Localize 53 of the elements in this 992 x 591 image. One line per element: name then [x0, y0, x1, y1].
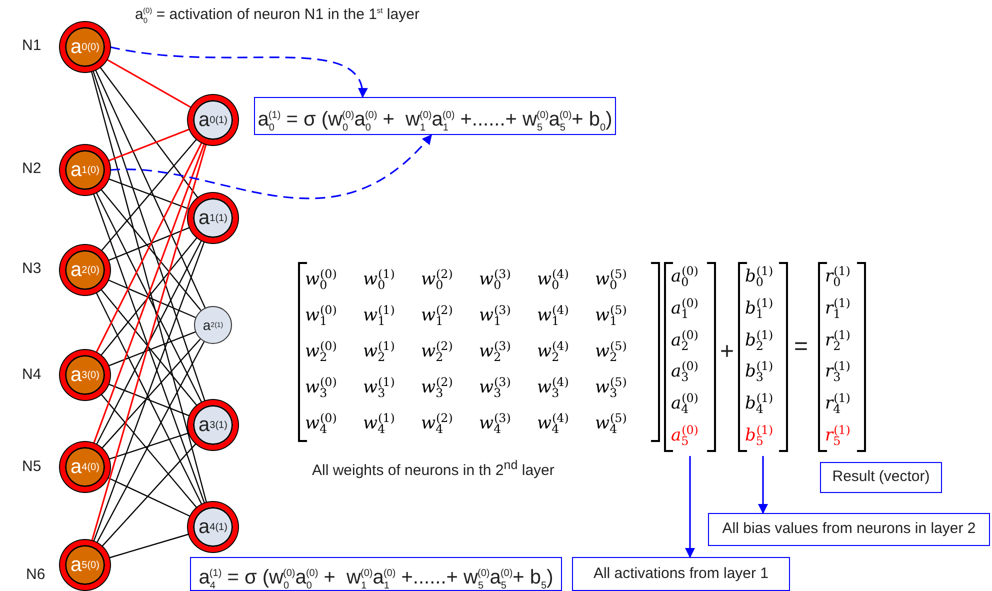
connection-line: [100, 237, 198, 356]
connection-line: [92, 193, 206, 504]
neuron-label: N1: [22, 37, 42, 54]
connection-line: [108, 178, 190, 210]
connection-line: [101, 338, 201, 449]
connection-line: [91, 144, 207, 542]
arrow: [758, 456, 768, 514]
connection-line: [108, 384, 190, 416]
connection-line: [107, 477, 191, 517]
neuron-label: N3: [22, 260, 42, 277]
connection-line: [100, 138, 198, 252]
dashed-arrow: [110, 134, 432, 200]
connection-line: [108, 331, 196, 366]
connection-line: [96, 341, 205, 544]
dashed-arrow: [110, 46, 366, 98]
neuron-label: N5: [22, 458, 42, 475]
formula-box: a$_{0}$$^{(1)}$ = σ (w$_{0}$$^{(0)}$a$_{0}$$^{(0)}$ + w$_{1}$$^{(0)}$a$_{1}$$^{(0)}$ +......+ w$_{5}$$^{(0)}$a$_{5}$$^{(0)}$+ b$_{0}$): [254, 97, 616, 135]
connection-line: [90, 71, 208, 503]
connection-line: [100, 188, 202, 311]
column-vector: [818, 262, 866, 452]
connection-line: [96, 240, 202, 446]
connection-line: [101, 443, 197, 547]
arrow: [685, 456, 695, 558]
connection-line: [96, 192, 202, 403]
text-box: All bias values from neurons in layer 2: [708, 513, 990, 546]
plus-sign: +: [720, 338, 734, 366]
connection-line: [106, 58, 192, 108]
connection-line: [100, 394, 198, 508]
connection-line: [108, 279, 196, 318]
connection-line: [108, 226, 190, 262]
connection-line: [100, 66, 198, 198]
formula-box: a$_{4}$$^{(1)}$ = σ (w$_{0}$$^{(0)}$a$_{0}$$^{(0)}$ + w$_{1}$$^{(0)}$a$_{1}$$^{(0)}$ +......+ w$_{5}$$^{(0)}$a$_{5}$$^{(0)}$+ b$_{5}$): [190, 557, 562, 591]
connection-line: [108, 534, 190, 558]
note-text: a$_{0}$$^{(0)}$ = activation of neuron N1 in the 1$^{st}$ layer: [135, 6, 420, 25]
connection-line: [108, 128, 190, 162]
equals-sign: =: [794, 333, 808, 361]
caption-text: All weights of neurons in th 2$^{nd}$ layer: [312, 458, 554, 479]
neuron-label: N4: [22, 366, 42, 383]
connection-line: [94, 69, 206, 308]
weight-matrix: [298, 262, 660, 442]
column-vector: [664, 262, 716, 452]
connection-line: [100, 288, 198, 406]
text-box: All activations from layer 1: [572, 557, 790, 591]
connection-line: [96, 292, 202, 505]
connection-line: [92, 143, 206, 444]
column-vector: [738, 262, 788, 452]
connection-line: [96, 142, 202, 354]
connection-line: [93, 241, 205, 542]
text-box: Result (vector): [820, 462, 942, 493]
connection-line: [108, 432, 190, 460]
neuron-label: N6: [26, 566, 46, 583]
neuron-label: N2: [22, 160, 42, 177]
connection-line: [92, 70, 206, 402]
